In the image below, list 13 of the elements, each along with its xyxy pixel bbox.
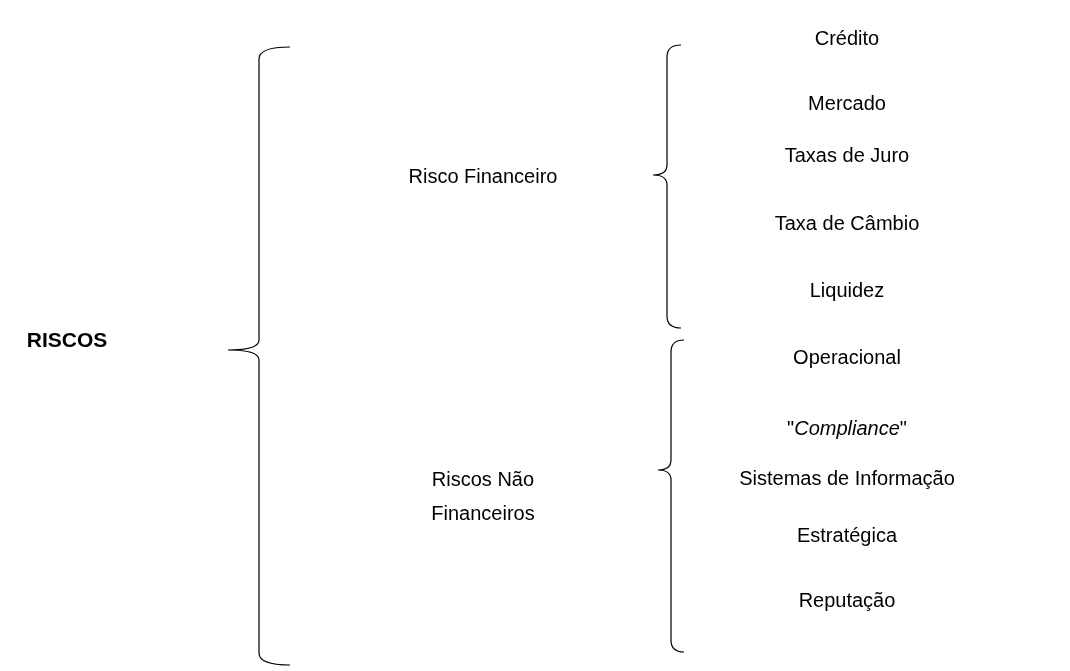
category-label: Crédito	[814, 26, 880, 51]
category-label: Risco Financeiro	[408, 164, 558, 189]
root-label: RISCOS	[26, 327, 108, 353]
category-label: Mercado	[808, 91, 886, 116]
category-label: Liquidez	[809, 278, 885, 303]
category-label: Sistemas de Informação	[739, 466, 955, 491]
category-label: Reputação	[798, 588, 896, 613]
category-label: Taxa de Câmbio	[774, 211, 920, 236]
category-label: "Compliance"	[787, 416, 907, 441]
category-label: Operacional	[793, 345, 901, 370]
category-label: Riscos Não Financeiros	[430, 467, 536, 526]
category-label: Taxas de Juro	[784, 143, 910, 168]
category-label: Estratégica	[796, 523, 898, 548]
